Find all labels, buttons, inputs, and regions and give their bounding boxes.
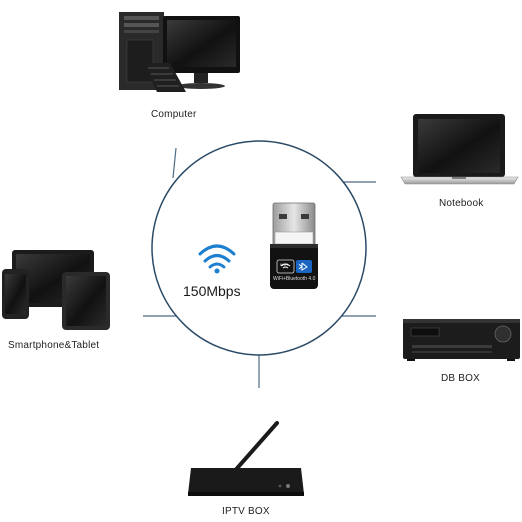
computer-illustration (119, 12, 240, 92)
adapter-wifi-badge-icon (276, 259, 295, 274)
connector-computer (172, 147, 177, 179)
connector-lines (143, 147, 376, 388)
label-smartphone-tablet: Smartphone&Tablet (8, 340, 100, 351)
iptv-illustration (188, 421, 304, 496)
speed-label: 150Mbps (183, 283, 241, 299)
label-db-box: DB BOX (441, 373, 480, 384)
central-circle (151, 140, 367, 356)
label-notebook: Notebook (439, 198, 484, 209)
usb-adapter (270, 202, 318, 289)
label-iptv-box: IPTV BOX (222, 506, 270, 517)
wifi-icon (198, 244, 236, 274)
adapter-model-text: WiFi+Bluetooth 4.0 (273, 276, 316, 282)
tablet-illustration (2, 250, 110, 330)
dbbox-illustration (403, 319, 520, 361)
adapter-wifi-badge-text: WiFi (280, 262, 288, 267)
label-computer: Computer (151, 109, 197, 120)
bluetooth-icon (296, 260, 312, 273)
notebook-illustration (400, 114, 519, 185)
